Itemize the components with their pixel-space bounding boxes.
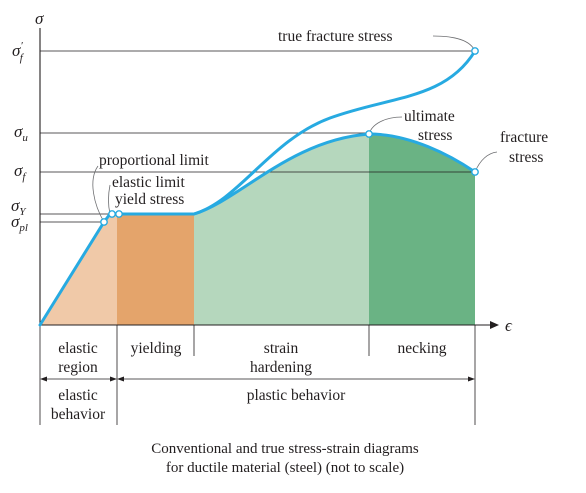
necking-label: necking — [397, 340, 446, 357]
ultimate-label: ultimate — [404, 108, 455, 125]
true-curve — [192, 49, 477, 216]
x-axis-symbol: ϵ — [505, 316, 513, 335]
ultimate-leader — [368, 116, 403, 135]
ultimate-stress-label: stress — [418, 127, 452, 144]
elastic-region-label-line2: region — [58, 359, 98, 376]
yielding-label: yielding — [131, 340, 182, 357]
strain-hardening-label-line2: hardening — [250, 359, 312, 376]
y-axis-symbol: σ — [35, 9, 44, 28]
strain-hardening-label-line1: strain — [264, 340, 299, 357]
region-labels: elastic region yielding strain hardening… — [58, 340, 447, 376]
true-fracture-leader — [432, 35, 476, 52]
plastic-arrowhead-right — [468, 376, 475, 382]
plastic-behavior-label: plastic behavior — [247, 387, 346, 404]
guide-lines — [39, 50, 476, 425]
fracture-label: fracture — [500, 129, 548, 146]
caption-line1: Conventional and true stress-strain diag… — [151, 441, 419, 457]
ultimate-stress-level-label: σu — [14, 122, 28, 144]
stress-level-labels: σ′f σu σf σY σpl — [11, 40, 28, 234]
proportional-limit-level-label: σpl — [11, 212, 28, 234]
yield-stress-level-label: σY — [11, 196, 27, 218]
point-markers — [100, 47, 479, 226]
proportional-leader — [92, 165, 105, 223]
caption: Conventional and true stress-strain diag… — [151, 441, 419, 476]
annotations: true fracture stress ultimate stress fra… — [99, 28, 548, 208]
elastic-behavior-label-line1: elastic — [58, 387, 98, 404]
elastic-arrowhead-left — [40, 376, 47, 382]
yield-stress-label: yield stress — [115, 191, 184, 208]
caption-line2: for ductile material (steel) (not to sca… — [166, 460, 404, 476]
necking-region-fill — [369, 134, 475, 325]
behavior-labels: elastic behavior plastic behavior — [51, 387, 346, 423]
yield-point — [115, 210, 123, 218]
elastic-region-fill — [40, 214, 117, 325]
true-fracture-stress-level-label: σ′f — [12, 40, 25, 64]
behavior-arrows — [40, 376, 475, 382]
plastic-arrowhead-left — [117, 376, 124, 382]
true-fracture-stress-label: true fracture stress — [278, 28, 392, 45]
fracture-stress-label: stress — [509, 149, 543, 166]
x-axis-arrowhead — [490, 321, 499, 329]
strain-hardening-region-fill — [194, 134, 369, 325]
elastic-behavior-label-line2: behavior — [51, 406, 106, 423]
fracture-leader — [474, 151, 498, 173]
fracture-stress-level-label: σf — [14, 161, 27, 183]
yielding-region-fill — [117, 214, 194, 325]
fracture-point — [471, 168, 479, 176]
region-fills — [40, 134, 475, 325]
proportional-limit-label: proportional limit — [99, 152, 209, 169]
elastic-limit-leader — [108, 184, 111, 215]
proportional-limit-point — [100, 218, 108, 226]
elastic-region-label-line1: elastic — [58, 340, 98, 357]
curves — [38, 49, 477, 327]
ultimate-point — [365, 130, 373, 138]
true-fracture-point — [471, 47, 479, 55]
elastic-limit-label: elastic limit — [112, 174, 185, 191]
elastic-limit-point — [108, 210, 116, 218]
elastic-arrowhead-right — [110, 376, 117, 382]
axes: σ ϵ — [35, 9, 513, 335]
